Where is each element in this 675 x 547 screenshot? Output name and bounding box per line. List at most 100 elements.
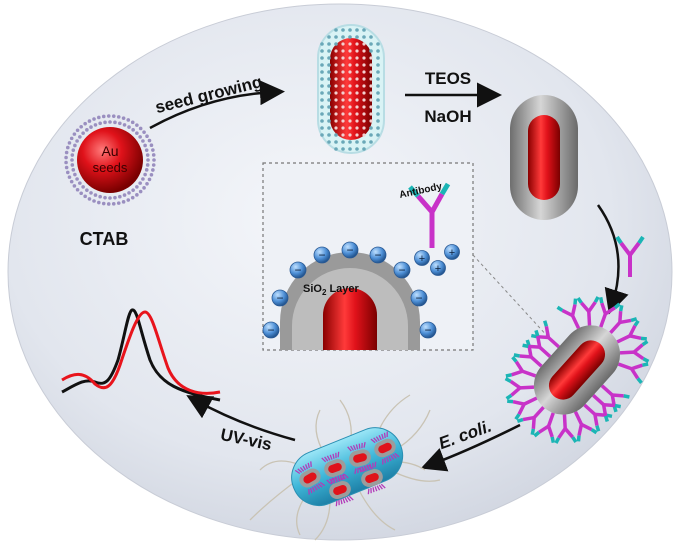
rod-surface-dot [376,112,380,116]
rod-surface-dot [348,70,352,74]
ctab-molecule [113,195,117,200]
rod-surface-dot [369,84,373,88]
ctab-molecule [130,195,135,200]
rod-surface-dot [320,112,324,116]
rod-surface-dot [355,84,359,88]
rod-surface-dot [320,98,324,102]
rod-surface-dot [369,126,373,130]
rod-surface-dot [369,35,373,39]
rod-antibody [505,356,537,378]
ctab-molecule [98,194,102,199]
rod-surface-dot [327,112,331,116]
ctab-molecule [64,165,69,170]
ctab-molecule [127,191,131,195]
ctab-molecule [135,123,139,127]
rod-surface-dot [376,56,380,60]
ctab-molecule [122,123,127,127]
rod-surface-dot [327,77,331,81]
rod-antibody [507,396,538,421]
ctab-molecule [135,193,139,197]
rod-antibody [522,329,552,358]
ctab-molecule [106,202,111,206]
rod-surface-dot [376,84,380,88]
ctab-molecule [65,145,70,150]
ctab-molecule [122,193,127,197]
silica-coated-nanorod [510,95,578,220]
seed-growing-arrow [149,80,285,130]
ctab-molecule [83,194,87,199]
rod-surface-dot [341,119,345,123]
rod-surface-dot [348,49,352,53]
ctab-molecule [147,138,152,143]
rod-antibody [592,394,622,423]
rod-surface-dot [334,77,338,81]
ctab-molecule [87,197,92,201]
rod-surface-dot [376,126,380,130]
ctab-molecule [111,114,116,118]
ctab-molecule [143,172,147,177]
rod-surface-dot [348,140,352,144]
ctab-molecule [67,141,72,145]
rod-surface-dot [320,84,324,88]
rod-surface-dot [369,133,373,137]
ctab-molecule [64,160,68,165]
rod-surface-dot [341,28,345,32]
rod-surface-dot [341,91,345,95]
rod-surface-dot [334,119,338,123]
rod-surface-dot [320,70,324,74]
rod-surface-dot [355,42,359,46]
seeds-label: seeds [93,160,128,175]
rod-surface-dot [362,35,366,39]
rod-surface-dot [320,119,324,123]
ctab-molecule [75,139,79,143]
negative-charge-sign: − [415,291,422,305]
negative-charge-sign: − [424,323,431,337]
rod-antibody [533,412,556,444]
rod-surface-dot [334,35,338,39]
rod-surface-dot [334,91,338,95]
ctab-molecule [70,163,75,167]
ctab-molecule [79,124,83,129]
rod-surface-dot [369,140,373,144]
rod-surface-dot [362,63,366,67]
rod-surface-dot [355,56,359,60]
ctab-molecule [149,143,154,148]
rod-surface-dot [320,42,324,46]
rod-antibody [504,377,535,401]
rod-surface-dot [348,63,352,67]
negative-charge-sign: − [346,243,353,257]
ctab-molecule [138,126,143,131]
rod-surface-dot [362,133,366,137]
ctab-molecule [145,134,149,139]
rod-surface-dot [369,42,373,46]
ctab-molecule [151,148,155,152]
rod-surface-dot [362,119,366,123]
ctab-molecule [135,185,139,189]
rod-surface-dot [320,105,324,109]
ctab-molecule [108,196,112,200]
positive-charge-sign: + [419,253,425,265]
rod-surface-dot [348,119,352,123]
rod-surface-dot [355,77,359,81]
bound-nanorod [326,473,354,507]
ctab-molecule [78,135,82,139]
spectrum-red-curve [61,310,221,395]
negative-charge-sign: − [318,248,325,262]
ctab-molecule [131,128,135,132]
flagellum [314,499,331,541]
ctab-molecule [142,186,146,190]
ctab-molecule [135,131,139,135]
ctab-molecule [69,179,74,184]
rod-surface-dot [376,70,380,74]
ctab-molecule [103,195,107,200]
ctab-molecule [93,123,98,127]
bound-nanorod [358,461,386,495]
ctab-molecule [126,118,131,122]
rod-surface-dot [341,35,345,39]
positive-charge-sign: + [435,263,441,275]
rod-surface-dot [341,126,345,130]
rod-surface-dot [355,140,359,144]
ctab-molecule [145,153,150,157]
rod-surface-dot [376,77,380,81]
ctab-molecule [71,168,76,172]
